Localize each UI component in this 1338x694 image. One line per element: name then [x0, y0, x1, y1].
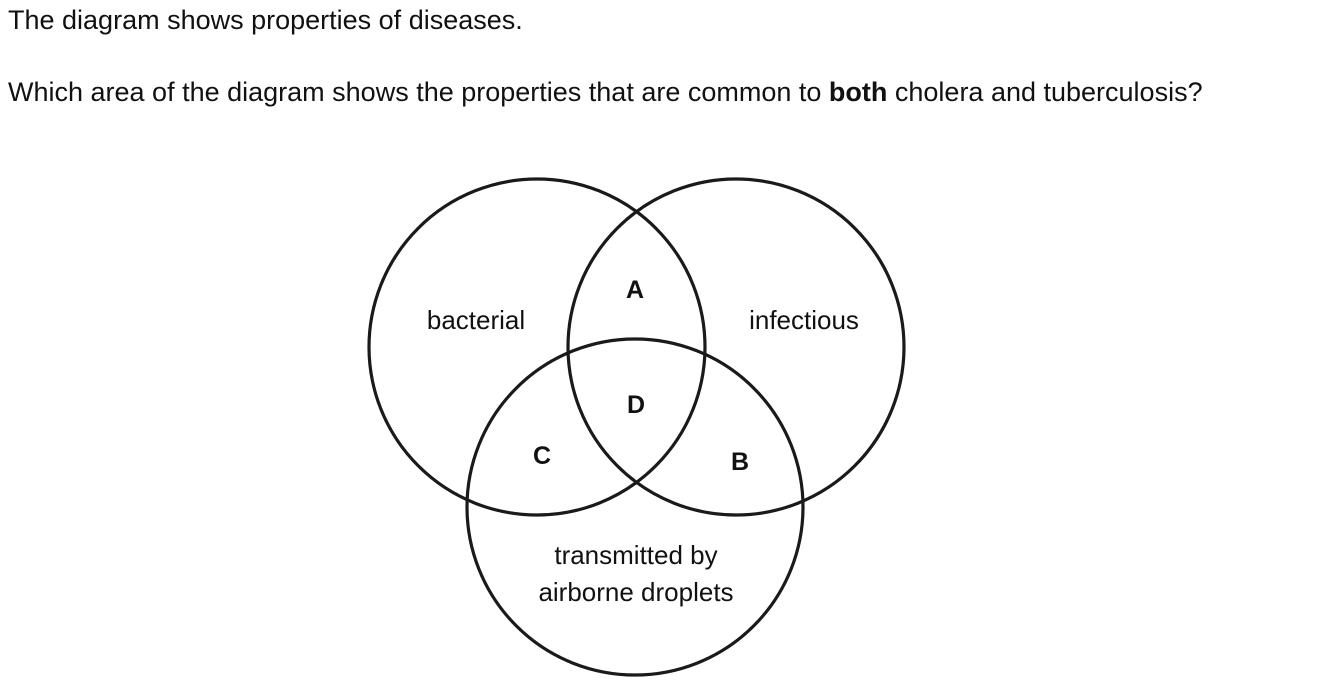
intro-text: The diagram shows properties of diseases…	[8, 5, 523, 35]
question-text: Which area of the diagram shows the prop…	[8, 74, 1326, 110]
question-emphasis: both	[828, 77, 888, 107]
region-label-d: D	[627, 391, 645, 419]
question-text-after: cholera and tuberculosis?	[887, 77, 1203, 107]
question-text-before: Which area of the diagram shows the prop…	[8, 77, 829, 107]
label-airborne-line2: airborne droplets	[538, 577, 733, 607]
region-label-b: B	[731, 448, 749, 476]
circle-airborne	[465, 337, 805, 677]
circle-infectious	[566, 177, 906, 517]
region-label-a: A	[626, 276, 644, 304]
label-infectious: infectious	[749, 305, 859, 335]
circle-bacterial	[367, 177, 707, 517]
label-airborne-line1: transmitted by	[554, 540, 717, 570]
region-label-c: C	[533, 442, 551, 470]
label-bacterial: bacterial	[427, 305, 525, 335]
